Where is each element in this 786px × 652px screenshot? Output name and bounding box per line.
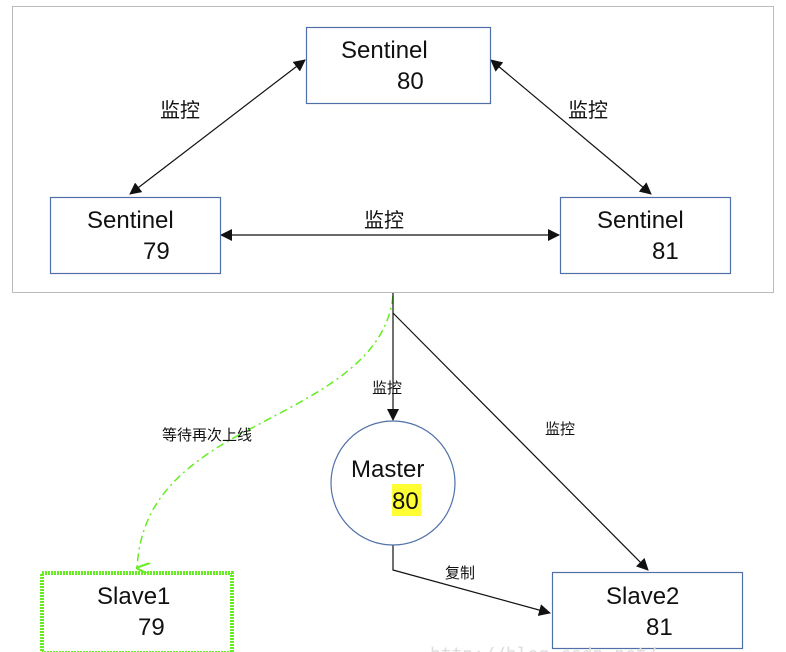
svg-text:Master: Master: [351, 456, 424, 483]
edge-label: 监控: [545, 420, 575, 438]
edge-label: 监控: [372, 379, 402, 397]
edge-s80-s81: [490, 59, 652, 195]
edge-label: 监控: [364, 208, 404, 232]
sentinel-79-node: Sentinel 79: [49, 196, 222, 275]
watermark: http://blog.csdn.net/: [430, 644, 658, 652]
edge-to-slave1: [137, 295, 394, 568]
svg-text:Slave1: Slave1: [97, 583, 170, 610]
sentinel-80-node: Sentinel 80: [305, 26, 492, 105]
svg-text:Sentinel: Sentinel: [597, 207, 684, 234]
edge-label: 复制: [445, 564, 475, 582]
svg-text:Sentinel: Sentinel: [341, 37, 428, 64]
port-highlight: [392, 484, 421, 516]
edge-label: 监控: [568, 98, 608, 122]
svg-text:81: 81: [652, 238, 679, 265]
edge-label: 监控: [160, 98, 200, 122]
svg-text:Sentinel: Sentinel: [87, 207, 174, 234]
svg-text:Slave2: Slave2: [606, 583, 679, 610]
svg-text:80: 80: [397, 68, 424, 95]
slave2-node: Slave2 81: [551, 571, 744, 650]
edge-s80-s79: [129, 59, 306, 195]
svg-text:79: 79: [143, 238, 170, 265]
sentinel-group-box: [12, 6, 774, 293]
slave1-node: Slave1 79: [40, 571, 234, 652]
master-node: Master 80: [330, 420, 456, 546]
svg-text:79: 79: [138, 614, 165, 641]
edge-replicate: [392, 545, 551, 616]
edge-to-slave2: [392, 312, 649, 571]
svg-text:81: 81: [646, 614, 673, 641]
sentinel-81-node: Sentinel 81: [559, 196, 732, 275]
edge-label: 等待再次上线: [162, 426, 252, 444]
svg-text:80: 80: [392, 488, 419, 515]
